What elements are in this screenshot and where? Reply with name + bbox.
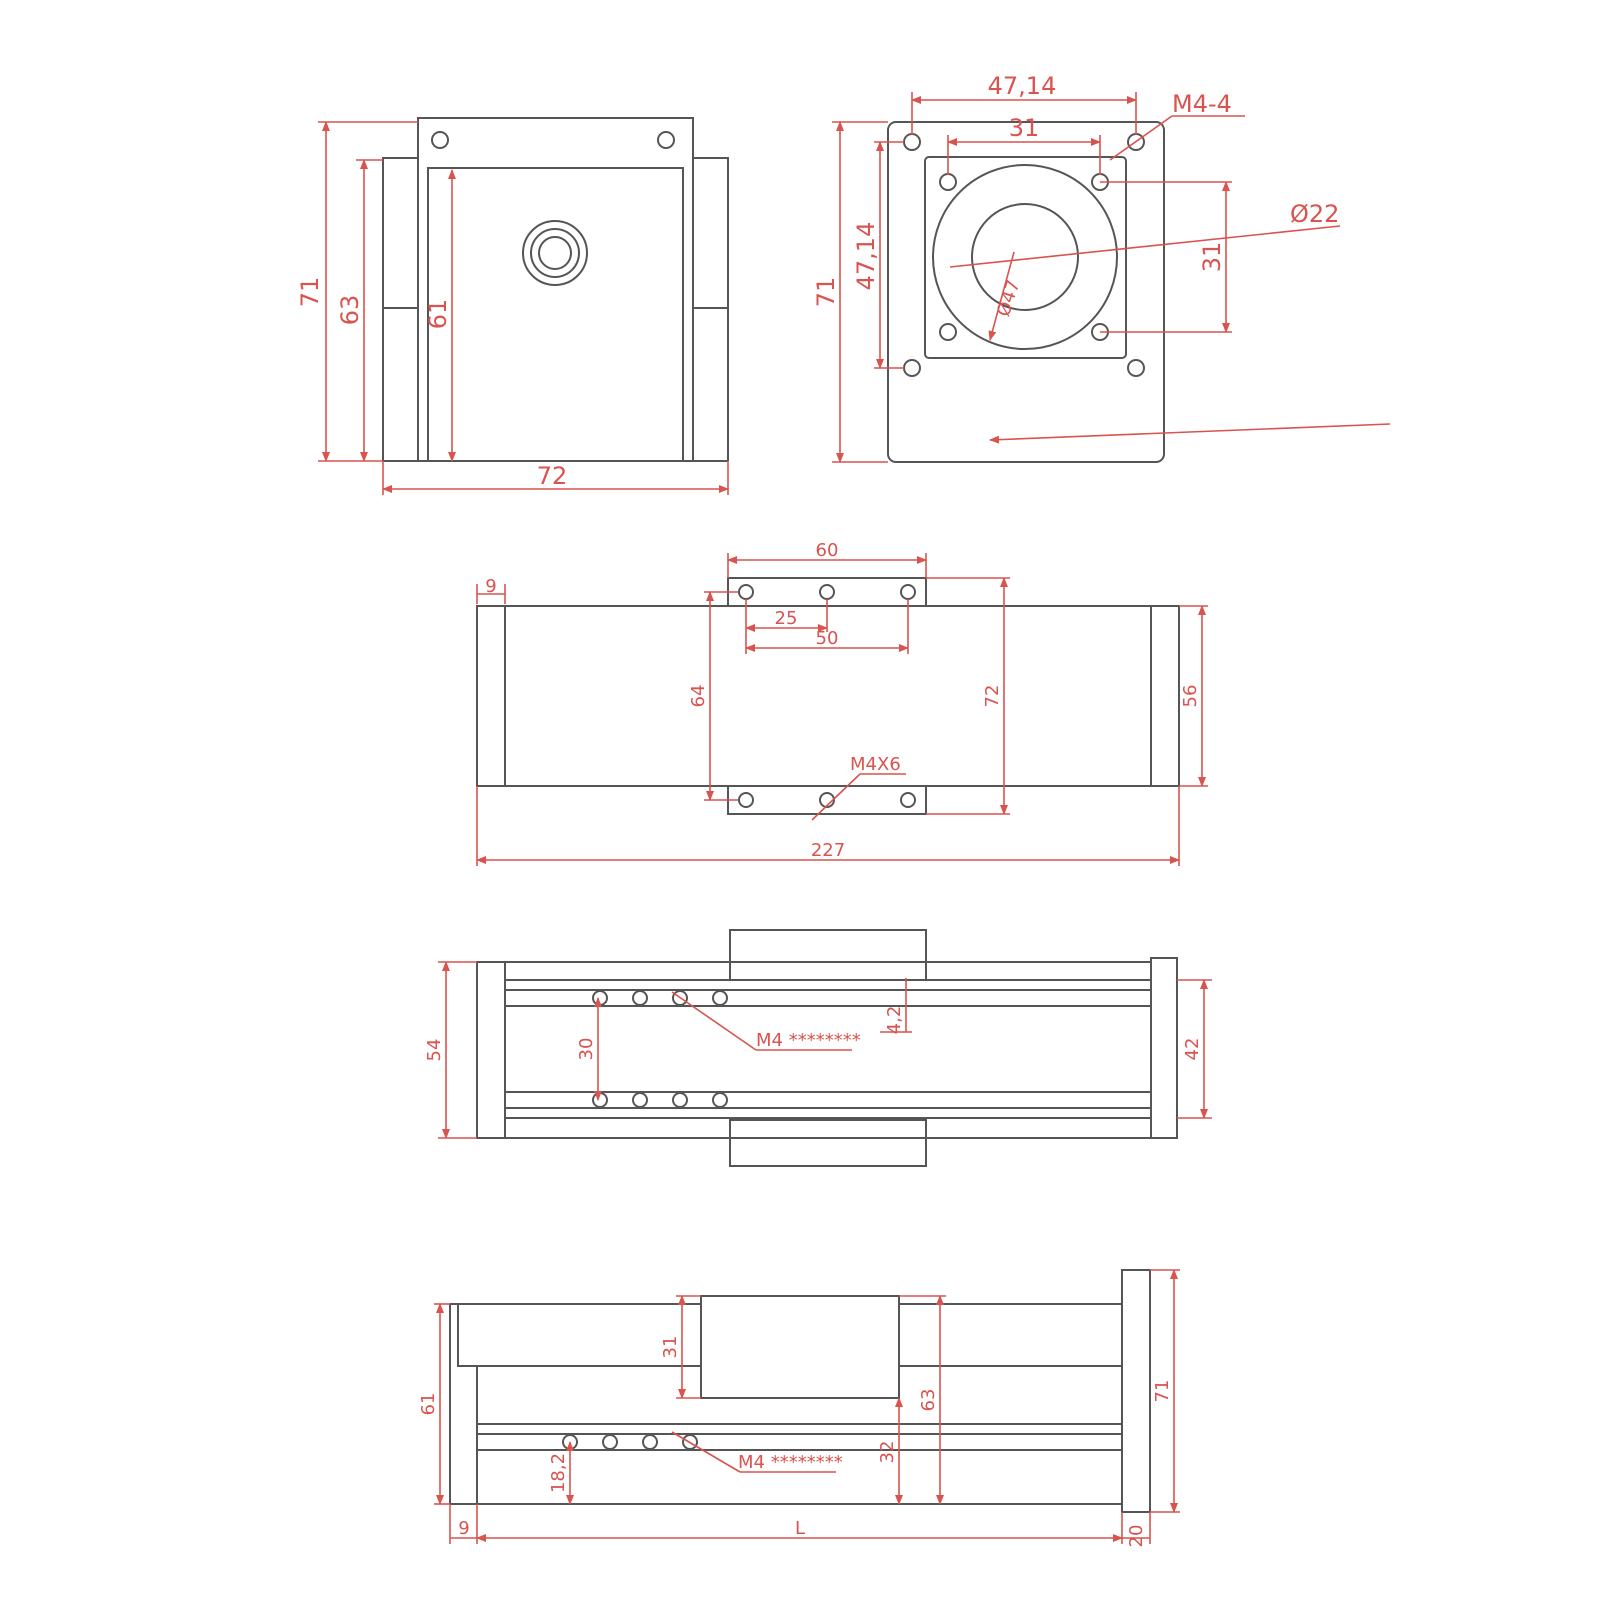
dim-label-60: 60 [816, 540, 839, 561]
carriage-hole [900, 792, 916, 808]
corner-hole [903, 133, 921, 151]
leader-m4-front [671, 1431, 741, 1473]
leader-center [988, 251, 1015, 341]
slot-hole [602, 1434, 618, 1450]
front-view: 61 31 63 32 18,2 M4 ******** 71 9 L 20 [418, 1269, 1180, 1548]
top-view: 60 25 50 64 72 56 M4X6 227 9 [476, 540, 1208, 866]
side-view: 54 30 M4 ******** 4,2 42 [424, 929, 1212, 1167]
dim-label-71-flange: 71 [812, 277, 840, 308]
dim-label-71: 71 [296, 277, 324, 308]
dim-label-72: 72 [537, 462, 568, 490]
motor-hole [939, 173, 957, 191]
carriage-hole [738, 792, 754, 808]
carriage-hole [900, 584, 916, 600]
dim-label-56: 56 [1180, 685, 1201, 708]
left-end-block [476, 605, 506, 787]
slot-hole [712, 1092, 728, 1108]
carriage-hole [738, 584, 754, 600]
dim-label-42: 42 [1182, 1038, 1203, 1061]
dim-label-182: 18,2 [548, 1453, 569, 1493]
dim-label-72-top: 72 [982, 685, 1003, 708]
flange-view: 47,14 M4-4 31 47,14 71 Ø22 31 Ø47 [812, 72, 1391, 463]
dim-label-63: 63 [336, 295, 364, 326]
bore-circle [971, 203, 1079, 311]
slot-hole [592, 1092, 608, 1108]
motor-hole [939, 323, 957, 341]
corner-hole [903, 359, 921, 377]
dim-label-20: 20 [1126, 1525, 1147, 1548]
slot-hole [632, 990, 648, 1006]
dim-label-50: 50 [816, 628, 839, 649]
end-plate [1121, 1269, 1151, 1513]
right-end-cap [1150, 957, 1178, 1139]
dim-label-61-front: 61 [418, 1393, 439, 1416]
dim-label-dia22: Ø22 [1290, 200, 1339, 228]
slot-hole [672, 1092, 688, 1108]
bearing-inner [538, 236, 572, 270]
dim-label-227: 227 [811, 840, 845, 861]
right-ear [692, 157, 729, 309]
corner-hole [1127, 359, 1145, 377]
slot-hole [632, 1092, 648, 1108]
dim-label-m4-side: M4 ******** [756, 1030, 861, 1051]
leader-long [989, 423, 1391, 444]
inner-face [427, 167, 684, 462]
carriage-hole [819, 584, 835, 600]
leader-m44 [1109, 115, 1173, 161]
dim-label-64: 64 [688, 685, 709, 708]
dim-label-25: 25 [775, 608, 798, 629]
dim-label-m4x6: M4X6 [850, 754, 901, 775]
motor-mount-square [924, 156, 1127, 359]
dim-label-m4-front: M4 ******** [738, 1452, 843, 1473]
left-ear [382, 157, 419, 309]
dim-label-31-h: 31 [1009, 114, 1040, 142]
carriage-bottom [729, 1119, 927, 1167]
flange-plate [887, 121, 1165, 463]
left-end-cap [476, 961, 506, 1139]
dim-label-4714-h: 47,14 [988, 72, 1057, 100]
dim-label-71-front: 71 [1152, 1380, 1173, 1403]
mount-hole [431, 131, 449, 149]
dim-label-42-small: 4,2 [884, 1006, 905, 1035]
dim-label-63-front: 63 [918, 1389, 939, 1412]
slot-hole [712, 990, 728, 1006]
dim-label-4714-v: 47,14 [852, 222, 880, 291]
slot-hole [592, 990, 608, 1006]
carriage [700, 1295, 900, 1399]
leader-m4x6 [811, 773, 861, 821]
end-plate-outline [417, 117, 694, 462]
dim-label-30: 30 [576, 1038, 597, 1061]
end-view: 71 63 61 72 [296, 117, 729, 495]
dim-label-31-v: 31 [1198, 242, 1226, 273]
leader-dia22 [949, 225, 1341, 268]
carriage-top [729, 929, 927, 981]
dim-label-m44: M4-4 [1172, 90, 1232, 118]
mount-hole [657, 131, 675, 149]
dim-label-9: 9 [485, 576, 496, 597]
slot-hole [642, 1434, 658, 1450]
dim-label-32: 32 [877, 1441, 898, 1464]
dim-label-9-front: 9 [458, 1518, 469, 1539]
dim-label-54: 54 [424, 1039, 445, 1062]
dim-label-31-front: 31 [660, 1336, 681, 1359]
dim-label-61: 61 [424, 299, 452, 330]
dim-label-l: L [795, 1518, 805, 1539]
leader-m4-side [671, 991, 757, 1051]
right-end-block [1150, 605, 1180, 787]
